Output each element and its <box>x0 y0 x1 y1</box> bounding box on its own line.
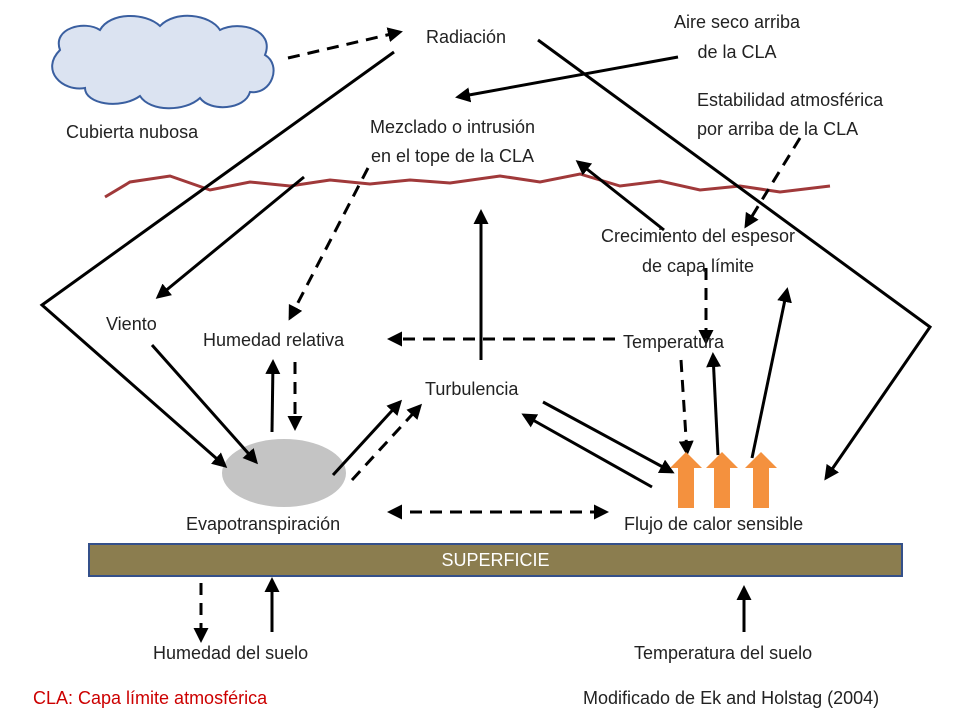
growth-line-2: de capa límite <box>641 256 755 276</box>
heat-flux-arrow-icon <box>670 452 702 508</box>
stability-label: Estabilidad atmosférica por arriba de la… <box>697 88 883 141</box>
arrow-evap-to-turbulence <box>331 399 403 477</box>
mixing-line-1: Mezclado o intrusión <box>369 117 536 137</box>
arrow-cloud-to-radiation <box>287 27 403 60</box>
radiation-label: Radiación <box>426 27 507 47</box>
wind-label: Viento <box>106 314 157 334</box>
arrow-mixing-to-humidity <box>288 167 370 321</box>
arrow-radiation-to-wind <box>155 175 305 299</box>
arrow-stability-to-growth <box>744 137 802 229</box>
soil-moisture-label: Humedad del suelo <box>153 643 309 663</box>
dry-air-line-1: Aire seco arriba <box>673 12 801 32</box>
relative-humidity-label: Humedad relativa <box>203 330 345 350</box>
arrow-turbulence-to-heatflux <box>542 400 675 474</box>
growth-line-1: Crecimiento del espesor <box>600 226 796 246</box>
arrow-heatflux-to-growth <box>750 287 792 459</box>
heat-flux-arrow-icon <box>745 452 777 508</box>
growth-label: Crecimiento del espesor de capa límite <box>578 224 818 278</box>
stability-line-2: por arriba de la CLA <box>697 119 859 139</box>
arrow-temperature-to-heatflux <box>678 359 694 456</box>
arrow-heatflux-to-turbulence <box>521 413 653 489</box>
surface-bar: SUPERFICIE <box>88 543 903 577</box>
abbreviation-footnote: CLA: Capa límite atmosférica <box>33 688 268 708</box>
arrow-turbulence-to-evap <box>350 403 423 482</box>
boundary-layer-top-line <box>104 172 831 199</box>
cloud-cover-label: Cubierta nubosa <box>66 122 199 142</box>
evapotranspiration-label: Evapotranspiración <box>186 514 341 534</box>
dry-air-label: Aire seco arriba de la CLA <box>662 10 812 64</box>
arrow-radiation-to-heatflux <box>537 38 933 481</box>
soil-temperature-label: Temperatura del suelo <box>634 643 813 663</box>
sensible-heat-flux-label: Flujo de calor sensible <box>624 514 804 534</box>
arrow-evap-to-humidity <box>265 359 281 433</box>
arrow-dryair-to-mixing <box>455 55 679 103</box>
mixing-label: Mezclado o intrusión en el tope de la CL… <box>340 115 565 168</box>
arrow-wind-to-evapotranspiration <box>150 344 258 465</box>
arrow-growth-to-mixing <box>575 160 665 232</box>
arrow-radiation-to-evapotranspiration <box>39 50 395 468</box>
mixing-line-2: en el tope de la CLA <box>370 146 535 166</box>
turbulence-label: Turbulencia <box>425 379 519 399</box>
source-footnote: Modificado de Ek and Holstag (2004) <box>583 688 880 708</box>
stability-line-1: Estabilidad atmosférica <box>697 90 884 110</box>
cloud-icon <box>51 14 275 110</box>
arrow-heatflux-to-temperature <box>706 352 722 456</box>
dry-air-line-2: de la CLA <box>697 42 777 62</box>
evapotranspiration-ellipse <box>222 439 346 507</box>
heat-flux-arrow-icon <box>706 452 738 508</box>
temperature-label: Temperatura <box>623 332 725 352</box>
